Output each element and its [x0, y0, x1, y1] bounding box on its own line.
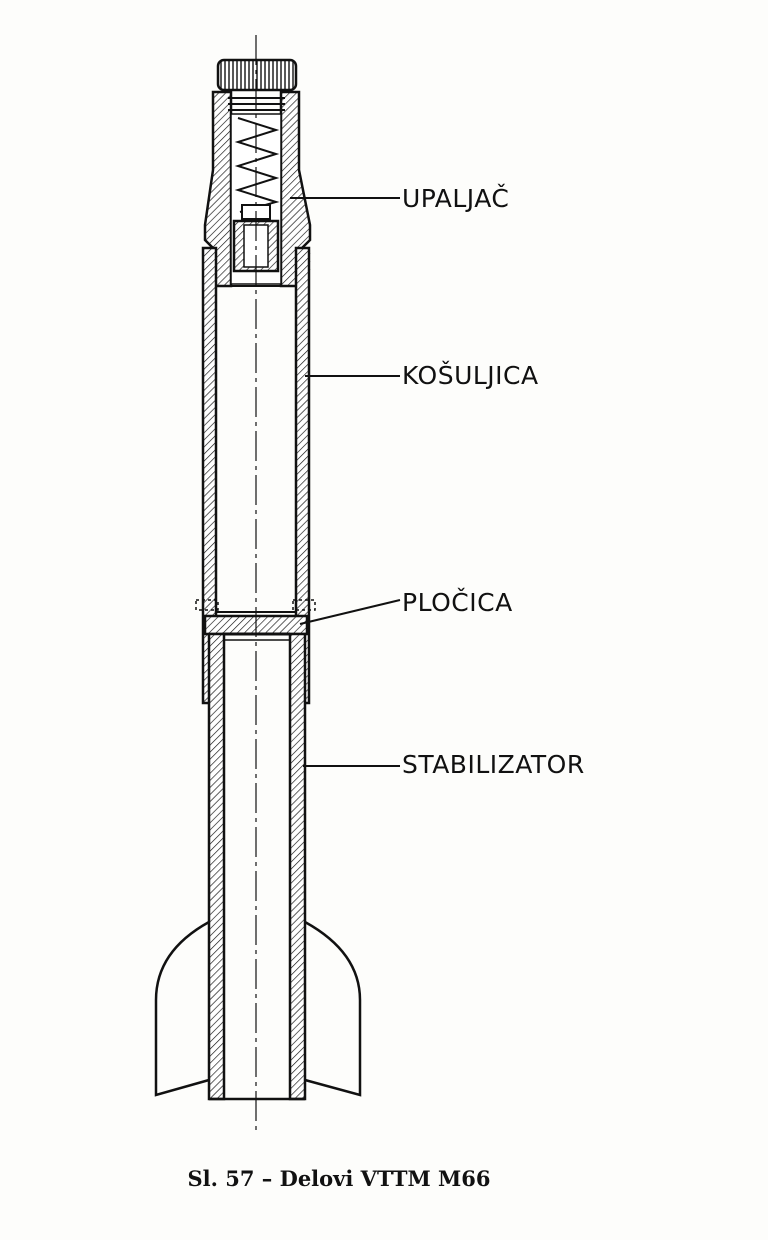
- label-kosuljica: KOŠULJICA: [402, 361, 539, 390]
- spring: [234, 117, 280, 213]
- figure-caption: Sl. 57 – Delovi VTTM M66: [187, 1166, 491, 1191]
- stabilizer: [154, 632, 362, 1101]
- fuse-cap: [216, 58, 298, 92]
- label-stabilizator: STABILIZATOR: [402, 750, 585, 779]
- sleeve: [195, 246, 316, 705]
- fuse-body: [203, 90, 312, 288]
- left-fin: [154, 920, 210, 1097]
- right-fin: [304, 920, 362, 1097]
- label-plocica: PLOČICA: [402, 588, 513, 617]
- leader-lines: [290, 197, 401, 767]
- label-upaljac: UPALJAČ: [402, 184, 510, 213]
